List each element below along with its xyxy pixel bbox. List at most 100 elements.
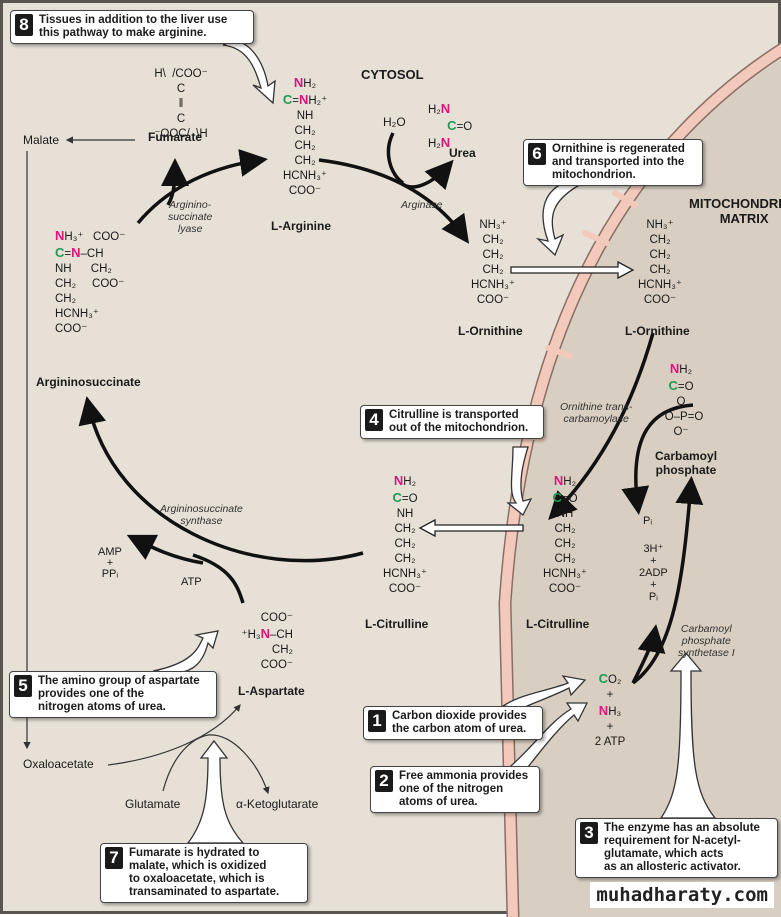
formula-text: H₂ (679, 364, 693, 376)
structure-line: CH₂ (458, 263, 528, 278)
structure-line: C=O (651, 378, 711, 395)
structure-line: CH₂ (625, 233, 695, 248)
formula-text: =O (401, 493, 418, 505)
formula-text: NH (296, 110, 314, 122)
structure-line: CH₂ (365, 552, 445, 567)
structure-line: NH₃⁺ COO⁻ (55, 228, 165, 245)
formula-text: = (64, 248, 72, 260)
formula-text: COO⁻ (260, 612, 293, 624)
formula-text: CH₂ COO⁻ (55, 278, 125, 290)
structure-line: HCNH₃⁺ (55, 307, 165, 322)
formula-text: HCNH₃⁺ (55, 308, 99, 320)
step-number: 6 (528, 143, 546, 165)
formula-text: CH₂ (294, 140, 316, 152)
structure-line: H₂N (428, 135, 488, 152)
structure-line: COO⁻ (265, 184, 345, 199)
formula-text: H₃ (608, 706, 622, 718)
structure-line: H\ /COO⁻ (141, 67, 221, 82)
cytosol-label: CYTOSOL (361, 67, 424, 82)
urea-nitrogen-atom: N (598, 703, 609, 718)
formula-text: CH₂ (482, 264, 504, 276)
formula-text: =O (456, 121, 473, 133)
structure-line: ⁻O–P=O (651, 410, 711, 425)
cps-products-label: 3H⁺ + 2ADP + Pᵢ (639, 543, 668, 603)
step-number: 3 (580, 822, 598, 844)
formula-text: CH₂ (482, 249, 504, 261)
formula-text: COO⁻ (548, 583, 582, 595)
fumarate-structure: H\ /COO⁻C‖C⁻OOC/ \H (141, 67, 221, 142)
formula-text: ⁻O–P=O (658, 411, 704, 423)
structure-line: CH₂ (365, 522, 445, 537)
ketoglutarate-label: α-Ketoglutarate (236, 797, 319, 811)
ornithine-transport-arrow (510, 260, 635, 280)
structure-line: ⁻OOC/ \H (141, 127, 221, 142)
atp-label: ATP (181, 576, 202, 588)
urea-carbon-atom: C (598, 671, 608, 686)
argininosuccinate-synthase-label: Argininosuccinate synthase (160, 503, 243, 527)
callout-text: Carbon dioxide provides the carbon atom … (392, 710, 527, 735)
formula-text: NH (556, 508, 574, 520)
structure-line: C=N–CH (55, 245, 165, 262)
callout-text: The amino group of aspartate provides on… (38, 675, 200, 713)
formula-text: –CH (80, 248, 104, 260)
step-number: 8 (15, 14, 33, 36)
citrulline-transport-arrow (418, 518, 524, 538)
formula-text: COO⁻ (643, 294, 677, 306)
structure-line: ⁺H₃N–CH (208, 626, 293, 643)
structure-line: CH₂ (525, 552, 605, 567)
structure-line: HCNH₃⁺ (625, 278, 695, 293)
formula-text: =O (677, 381, 694, 393)
urea-nitrogen-atom: N (71, 245, 81, 260)
step-number: 4 (365, 409, 383, 431)
structure-line: NH (525, 507, 605, 522)
structure-line: CH₂ (458, 233, 528, 248)
structure-line: NH₃ (585, 703, 635, 720)
structure-line: CH₂ (625, 248, 695, 263)
matrix-region (503, 44, 781, 917)
formula-text: NH (396, 508, 414, 520)
structure-line: C (141, 82, 221, 97)
callout-text: Fumarate is hydrated to malate, which is… (129, 847, 280, 898)
formula-text: HCNH₃⁺ (471, 279, 515, 291)
urea-nitrogen-atom: N (393, 473, 404, 488)
structure-line: CH₂ (55, 292, 165, 307)
structure-line: HCNH₃⁺ (525, 567, 605, 582)
formula-text: HCNH₃⁺ (543, 568, 587, 580)
urea-nitrogen-atom: N (55, 228, 65, 243)
formula-text: 2 ATP (594, 736, 626, 748)
formula-text: = (292, 95, 299, 107)
structure-line: CH₂ (265, 139, 345, 154)
formula-text: H₂ (403, 476, 417, 488)
structure-line: COO⁻ (525, 582, 605, 597)
structure-line: C=O (428, 118, 488, 135)
step-number: 2 (375, 770, 393, 792)
formula-text: H\ /COO⁻ (154, 68, 208, 80)
structure-line: COO⁻ (458, 293, 528, 308)
water-label: H₂O (383, 115, 406, 129)
formula-text: H₂ (428, 104, 441, 116)
formula-text: O₂ (607, 674, 622, 686)
structure-line: HCNH₃⁺ (265, 169, 345, 184)
formula-text: + (606, 721, 614, 733)
urea-nitrogen-atom: N (553, 473, 564, 488)
urea-carbon-atom: C (668, 378, 678, 393)
formula-text: COO⁻ (476, 294, 510, 306)
callout-text: Free ammonia provides one of the nitroge… (399, 770, 529, 808)
structure-line: + (585, 720, 635, 735)
formula-text: O⁻ (673, 426, 689, 438)
structure-line: NH CH₂ (55, 262, 165, 277)
urea-nitrogen-atom: N (260, 626, 270, 641)
formula-text: H₂ (428, 138, 441, 150)
formula-text: CH₂ (394, 538, 416, 550)
structure-line: 2 ATP (585, 735, 635, 750)
urea-carbon-atom: C (282, 92, 293, 107)
urea-carbon-atom: C (447, 118, 457, 133)
